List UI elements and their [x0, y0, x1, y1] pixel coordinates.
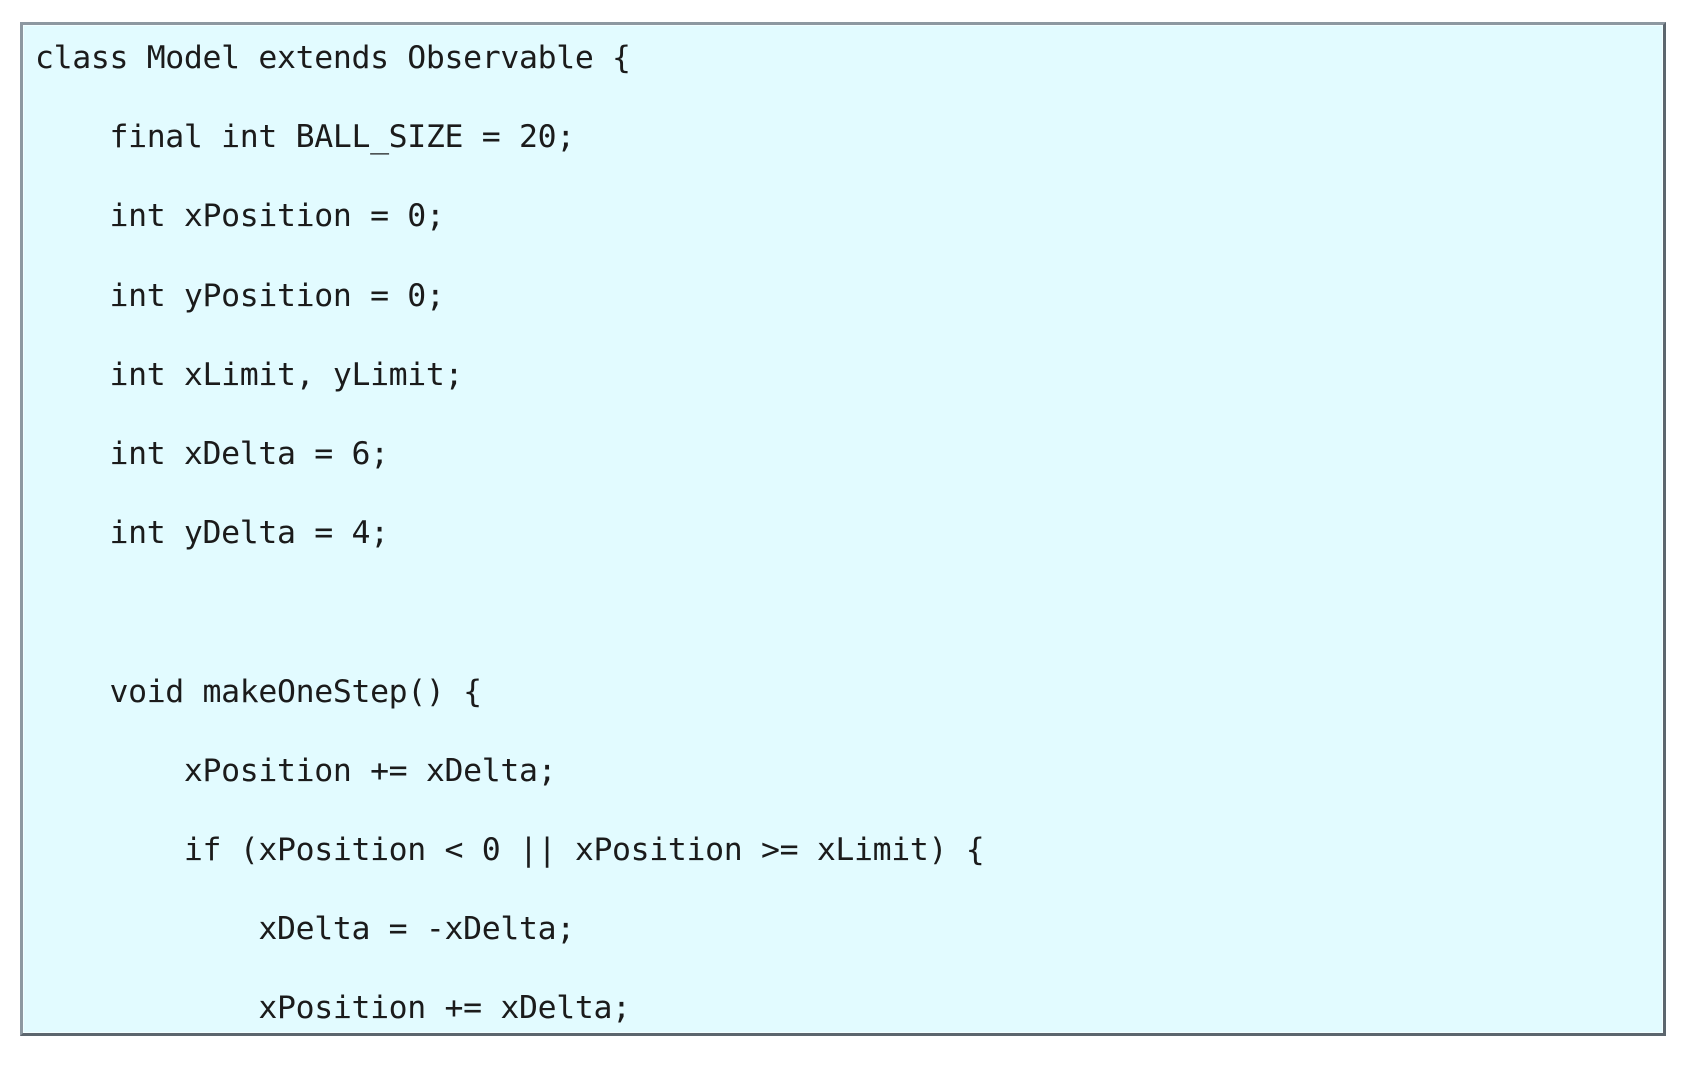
code-line: xDelta = -xDelta;	[35, 911, 575, 948]
code-line: int xLimit, yLimit;	[35, 356, 464, 393]
code-line: int yPosition = 0;	[35, 277, 445, 314]
code-block: class Model extends Observable { final i…	[23, 25, 1663, 1033]
code-line: final int BALL_SIZE = 20;	[35, 119, 575, 156]
code-listing-panel: class Model extends Observable { final i…	[20, 22, 1666, 1036]
code-line	[35, 593, 1663, 633]
code-line: if (xPosition < 0 || xPosition >= xLimit…	[35, 831, 985, 868]
code-line: void makeOneStep() {	[35, 673, 482, 710]
code-line: xPosition += xDelta;	[35, 990, 631, 1027]
code-line: int xPosition = 0;	[35, 198, 445, 235]
code-line: class Model extends Observable {	[35, 40, 631, 76]
code-line: int yDelta = 4;	[35, 515, 389, 552]
code-line: int xDelta = 6;	[35, 435, 389, 472]
code-line: xPosition += xDelta;	[35, 752, 557, 789]
